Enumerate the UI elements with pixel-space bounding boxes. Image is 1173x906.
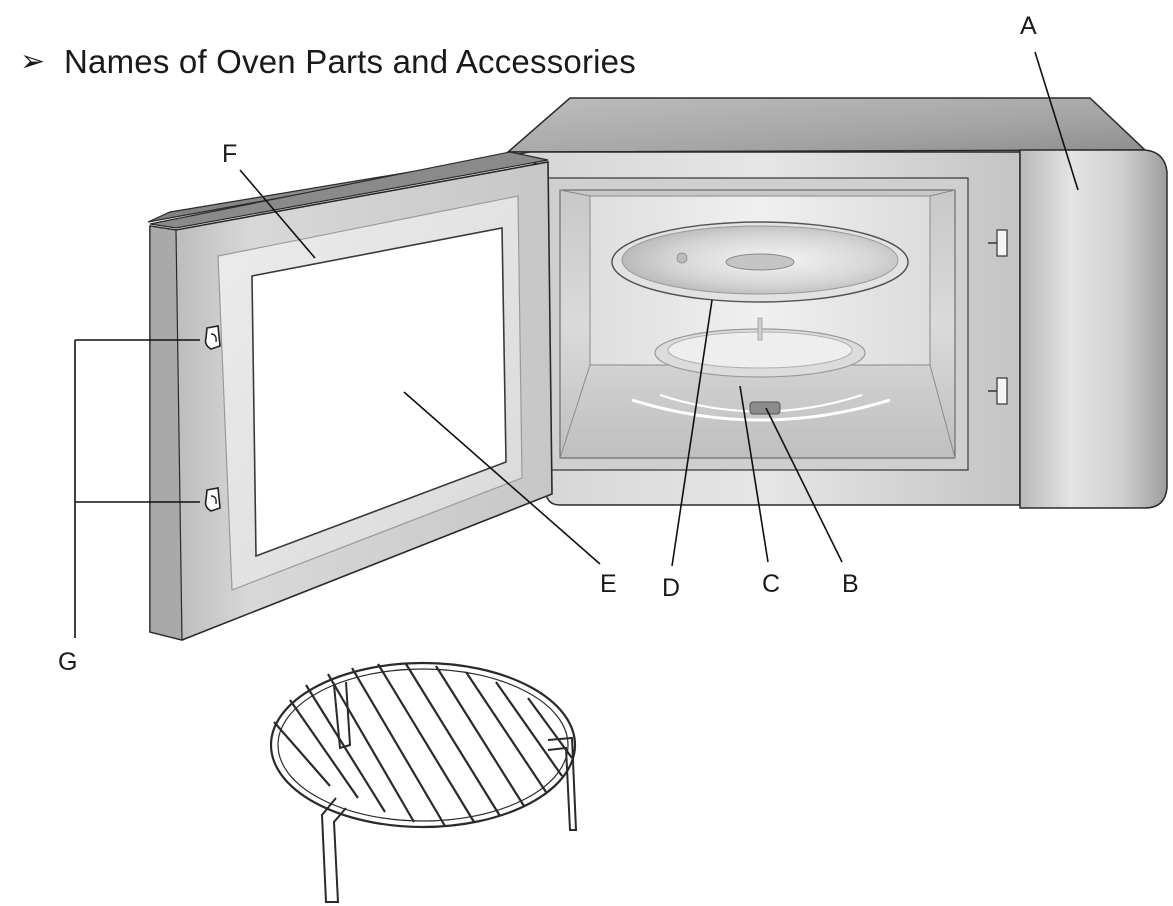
label-b: B (842, 570, 859, 598)
label-f: F (222, 140, 237, 168)
label-c: C (762, 570, 780, 598)
arrow-bullet-icon: ➢ (20, 45, 46, 78)
label-d: D (662, 574, 680, 602)
label-g: G (58, 648, 77, 676)
door-hooks (204, 325, 221, 512)
leader-lines (74, 51, 1079, 638)
label-a: A (1020, 12, 1037, 40)
control-panel (1019, 149, 1168, 509)
section-heading: ➢ Names of Oven Parts and Accessories (20, 40, 636, 84)
section-title: Names of Oven Parts and Accessories (64, 43, 636, 80)
glass-tray (611, 221, 909, 303)
roller-ring (654, 317, 866, 378)
part-labels: A F E D C B G (58, 12, 1037, 676)
latch-slots (988, 229, 1008, 405)
label-e: E (600, 570, 617, 598)
grill-rack (269, 661, 578, 903)
turntable-coupler (749, 401, 781, 415)
oven-door (147, 151, 553, 641)
